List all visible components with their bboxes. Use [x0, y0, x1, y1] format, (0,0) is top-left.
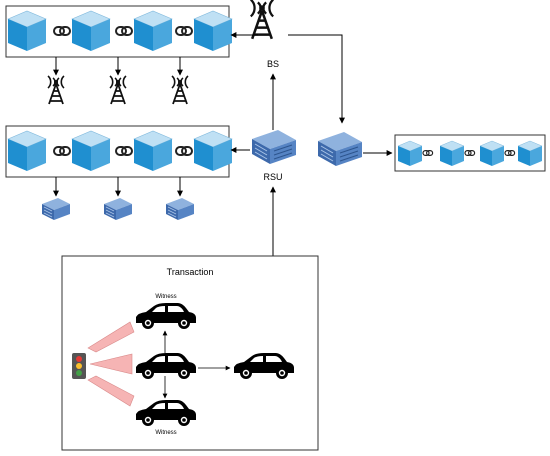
server-icon [41, 197, 71, 221]
cube-icon [193, 130, 233, 172]
antenna-tower-icon [47, 75, 65, 105]
cube-icon [7, 130, 47, 172]
cube-icon [439, 140, 465, 167]
cube-icon [133, 10, 173, 52]
witness-top-label: Witness [155, 294, 176, 300]
cube-icon [397, 140, 423, 167]
server-blockchain [394, 134, 546, 172]
cube-icon [71, 130, 111, 172]
bs-blockchain [5, 5, 233, 58]
rsu-label: RSU [263, 172, 282, 182]
antenna-tower-icon [171, 75, 189, 105]
transaction-title: Transaction [167, 267, 214, 277]
sensor-beam [89, 353, 133, 375]
sensor-beam [87, 321, 135, 353]
cube-icon [7, 10, 47, 52]
rsu-blockchain [5, 125, 233, 178]
cube-icon [479, 140, 505, 167]
server-icon [165, 197, 195, 221]
server-icon [103, 197, 133, 221]
cube-icon [193, 10, 233, 52]
sensor-beam [87, 375, 135, 407]
cube-icon [517, 140, 543, 167]
antenna-tower-icon [109, 75, 127, 105]
witness-bottom-label: Witness [155, 430, 176, 436]
bs-tower-icon [249, 0, 275, 41]
cube-icon [133, 130, 173, 172]
transaction-box: Transaction Witness Witness [61, 255, 319, 451]
bs-label: BS [267, 59, 279, 69]
cube-icon [71, 10, 111, 52]
traffic-light-icon [72, 353, 86, 379]
server-icon [317, 131, 363, 167]
rsu-server-icon [251, 129, 297, 165]
